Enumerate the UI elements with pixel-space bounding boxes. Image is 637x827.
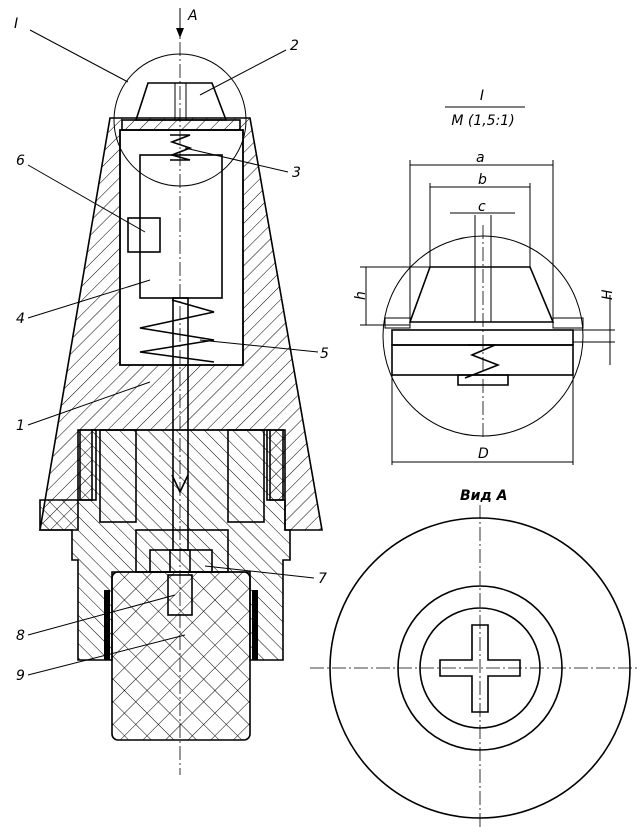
inner-cavity (120, 130, 243, 365)
insert (128, 218, 160, 252)
main-section-view: A (40, 8, 322, 775)
svg-text:a: a (476, 150, 485, 166)
svg-text:b: b (478, 172, 487, 188)
svg-text:D: D (478, 446, 489, 462)
piston (140, 155, 222, 298)
callout-6: 6 (16, 153, 25, 169)
svg-text:h: h (353, 291, 369, 300)
callout-8: 8 (16, 628, 25, 644)
filter-cartridge (112, 572, 250, 740)
dim-b: b (430, 172, 530, 267)
dim-D: D (392, 375, 573, 465)
detail-cap (410, 267, 553, 322)
detail-view: I M (1,5:1) a b c h H D (353, 88, 616, 465)
detail-label: I (480, 88, 484, 104)
callout-3: 3 (292, 165, 301, 181)
dim-H: H (573, 289, 616, 365)
svg-text:H: H (600, 289, 616, 300)
callout-4: 4 (16, 311, 25, 327)
view-arrow-a: A (176, 8, 198, 38)
callout-2: 2 (290, 38, 299, 54)
seal-right (252, 590, 258, 660)
seal-left (104, 590, 110, 660)
svg-text:c: c (478, 199, 486, 215)
callout-9: 9 (16, 668, 25, 684)
view-a: Вид А (310, 488, 637, 827)
detail-scale: M (1,5:1) (451, 113, 514, 129)
callout-7: 7 (318, 571, 327, 587)
callout-5: 5 (320, 346, 329, 362)
dim-c: c (450, 199, 515, 215)
view-a-label: Вид А (460, 488, 508, 504)
svg-text:A: A (187, 8, 198, 24)
spring (140, 300, 214, 362)
callout-I: I (14, 16, 18, 32)
callout-1: 1 (16, 418, 25, 434)
detail-plate (392, 330, 573, 345)
